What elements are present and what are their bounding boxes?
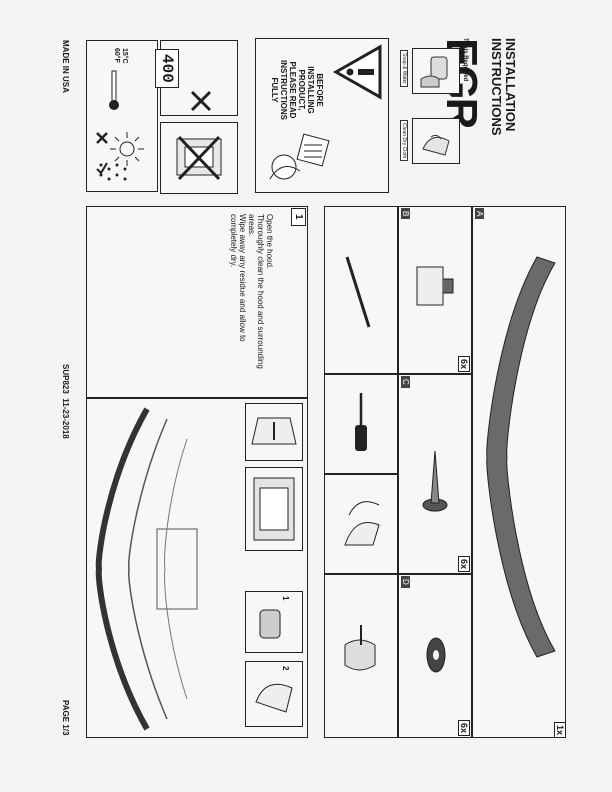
part-c-tool-panel [324, 374, 398, 474]
title-line1: INSTALLATION [503, 38, 518, 132]
part-b-panel [398, 206, 472, 374]
title-line2: INSTRUCTIONS [489, 38, 504, 136]
part-c-qty: 6x [458, 556, 470, 573]
sun-icon [110, 132, 144, 166]
check-mark-icon [96, 162, 108, 175]
doc-code: SUP823 11-23-2018 [61, 364, 70, 439]
step1-illustration-panel: 1 2 [86, 398, 308, 738]
hands-cleaning-icon [344, 501, 380, 546]
step1-text-panel [86, 206, 308, 398]
part-d-qty: 6x [458, 720, 470, 737]
x-mark-icon [96, 132, 108, 144]
pick-tool-icon [345, 256, 371, 328]
x-mark-icon [190, 90, 212, 112]
step1-sub2: 2 [281, 666, 290, 671]
car-front-icon [176, 135, 222, 181]
tool-cloth [412, 118, 460, 164]
part-d-tool-panel [324, 574, 398, 738]
car-grille-icon [253, 477, 295, 541]
screw-icon [422, 450, 448, 512]
part-a-letter: A [475, 208, 484, 220]
tools-label: Tools Required [462, 38, 468, 82]
tool-soap-water [412, 48, 460, 94]
warning-panel [255, 38, 389, 193]
part-c-hands-panel [324, 474, 398, 574]
person-reading-icon [269, 133, 330, 180]
part-b-qty: 6x [458, 356, 470, 373]
car-display-panel: 400 [155, 40, 238, 116]
cloth-hand-icon [422, 134, 450, 156]
hood-deflector-illustration [486, 256, 556, 658]
part-d-panel [398, 574, 472, 738]
washer-icon [426, 637, 446, 673]
soap-bottle-icon [259, 609, 281, 639]
step1-mini-soap: 1 [245, 591, 303, 653]
part-c-letter: C [401, 376, 410, 388]
part-a-panel [472, 206, 566, 738]
step1-mini-grille [245, 467, 303, 551]
temperature-readout: 15°C 60°F [113, 48, 128, 64]
tool2-label: Clean Dry Cloth [400, 120, 408, 162]
cloth-wipe-icon [255, 683, 293, 713]
tool1-label: Soap & Water [400, 50, 408, 87]
step1-sub1: 1 [281, 596, 290, 601]
car-wash-panel [160, 122, 238, 194]
part-b-letter: B [401, 208, 410, 220]
display-reading: 400 [155, 49, 179, 88]
conditions-panel [86, 40, 158, 192]
thermometer-icon [109, 70, 119, 110]
step1-mini-hood [245, 403, 303, 461]
warning-triangle-icon [332, 44, 382, 100]
warning-text: BEFORE INSTALLING PRODUCT, PLEASE READ I… [270, 60, 324, 120]
hood-open-icon [251, 417, 297, 445]
clip-icon [416, 266, 454, 306]
step1-number: 1 [291, 208, 306, 226]
part-b-tool-panel [324, 206, 398, 374]
screwdriver-icon [355, 393, 367, 451]
part-a-qty: 1x [554, 722, 566, 739]
part-c-panel [398, 374, 472, 574]
part-d-letter: D [401, 576, 410, 588]
hand-tool-icon [344, 625, 376, 671]
rain-icon [99, 163, 127, 181]
made-in-label: MADE IN USA [61, 40, 70, 93]
page-number: PAGE 1/3 [61, 700, 70, 736]
soap-water-icon [420, 56, 448, 88]
hood-outline-illustration [95, 407, 198, 731]
step1-mini-cloth: 2 [245, 661, 303, 727]
step1-text: Open the hood. Thoroughly clean the hood… [229, 214, 274, 369]
